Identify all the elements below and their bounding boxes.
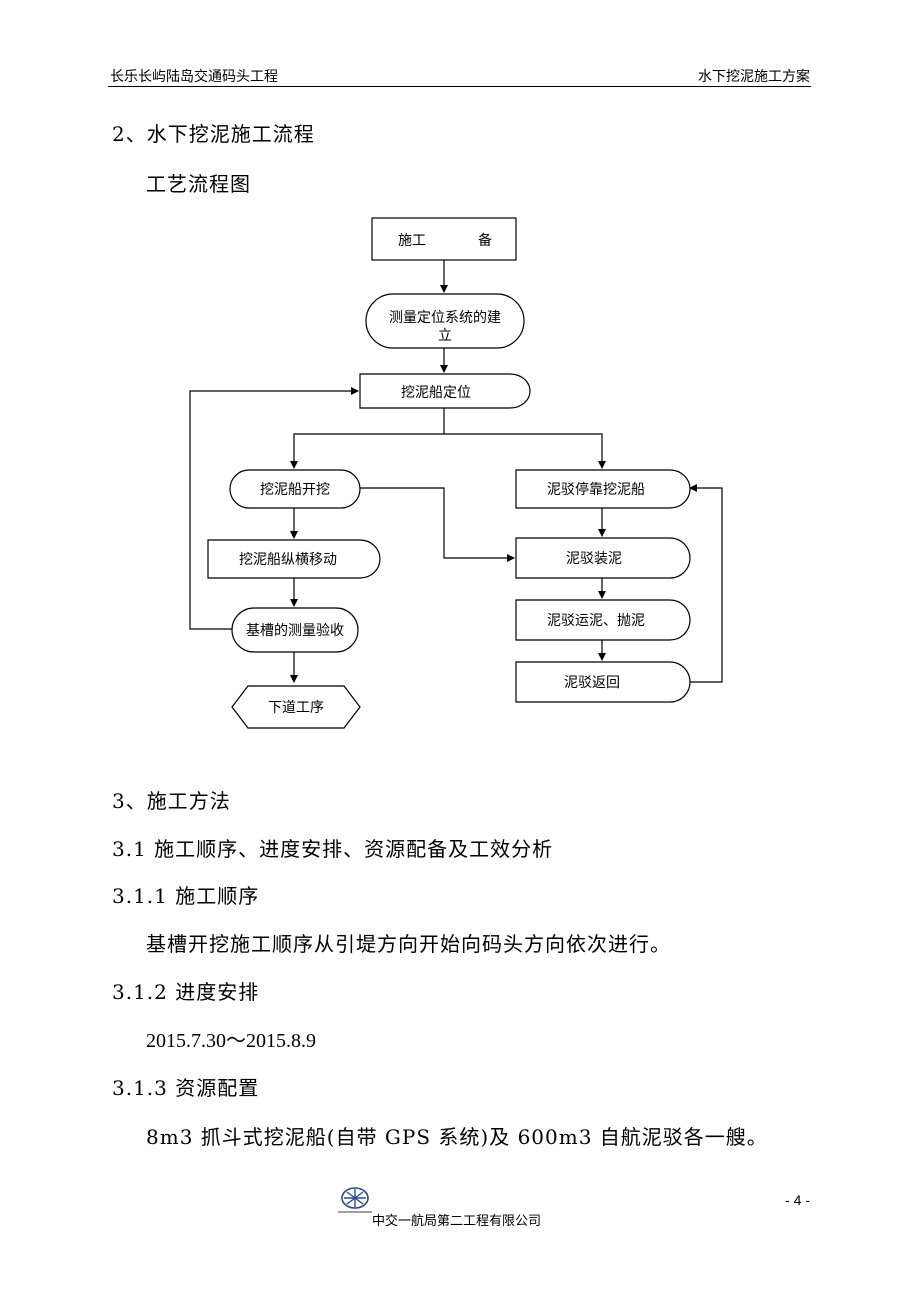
node-trench-survey-acceptance: 基槽的测量验收 (231, 607, 359, 653)
node-barge-loading: 泥驳装泥 (515, 537, 691, 579)
node-dredger-positioning: 挖泥船定位 (359, 373, 531, 409)
section-3-1-heading: 3.1 施工顺序、进度安排、资源配备及工效分析 (112, 837, 554, 861)
svg-text:泥驳返回: 泥驳返回 (564, 675, 620, 691)
header-project-title: 长乐长屿陆岛交通码头工程 (110, 69, 278, 85)
node-dredger-moving: 挖泥船纵横移动 (207, 539, 381, 579)
resource-text: 8m3 抓斗式挖泥船(自带 GPS 系统)及 600m3 自航泥驳各一艘。 (146, 1125, 768, 1149)
node-survey-system: 测量定位系统的建 立 (365, 293, 525, 349)
header-rule (108, 86, 811, 87)
section-3-1-1-heading: 3.1.1 施工顺序 (112, 884, 260, 908)
flowchart-connectors (189, 260, 723, 683)
svg-text:备: 备 (478, 232, 492, 249)
svg-text:测量定位系统的建: 测量定位系统的建 (389, 310, 501, 326)
flowchart-title: 工艺流程图 (146, 172, 251, 196)
schedule-dates: 2015.7.30～2015.8.9 (146, 1030, 316, 1052)
section-3-heading: 3、施工方法 (112, 789, 231, 813)
svg-text:泥驳装泥: 泥驳装泥 (566, 551, 622, 567)
node-barge-docking: 泥驳停靠挖泥船 (515, 469, 691, 509)
section-2-heading: 2、水下挖泥施工流程 (112, 122, 315, 146)
svg-text:泥驳停靠挖泥船: 泥驳停靠挖泥船 (547, 481, 645, 498)
node-next-process: 下道工序 (231, 685, 361, 729)
svg-text:泥驳运泥、抛泥: 泥驳运泥、抛泥 (547, 613, 645, 629)
svg-text:挖泥船定位: 挖泥船定位 (401, 385, 471, 401)
svg-text:挖泥船纵横移动: 挖泥船纵横移动 (239, 552, 337, 568)
node-barge-transport-dump: 泥驳运泥、抛泥 (515, 599, 691, 641)
svg-text:施工: 施工 (398, 233, 426, 249)
svg-text:挖泥船开挖: 挖泥船开挖 (260, 482, 330, 498)
node-construction-prep: 施工 备 (371, 217, 517, 261)
section-3-1-3-heading: 3.1.3 资源配置 (112, 1076, 260, 1100)
svg-text:下道工序: 下道工序 (268, 700, 324, 716)
svg-text:基槽的测量验收: 基槽的测量验收 (246, 622, 344, 639)
company-logo-icon (338, 1187, 372, 1213)
construction-sequence-text: 基槽开挖施工顺序从引堤方向开始向码头方向依次进行。 (146, 932, 671, 956)
footer-company-name: 中交一航局第二工程有限公司 (372, 1214, 542, 1229)
node-dredger-digging: 挖泥船开挖 (229, 469, 361, 509)
section-3-1-2-heading: 3.1.2 进度安排 (112, 980, 260, 1004)
node-barge-return: 泥驳返回 (515, 661, 691, 703)
header-document-title: 水下挖泥施工方案 (698, 69, 810, 85)
page-number: - 4 - (785, 1192, 810, 1208)
svg-text:立: 立 (438, 328, 452, 344)
